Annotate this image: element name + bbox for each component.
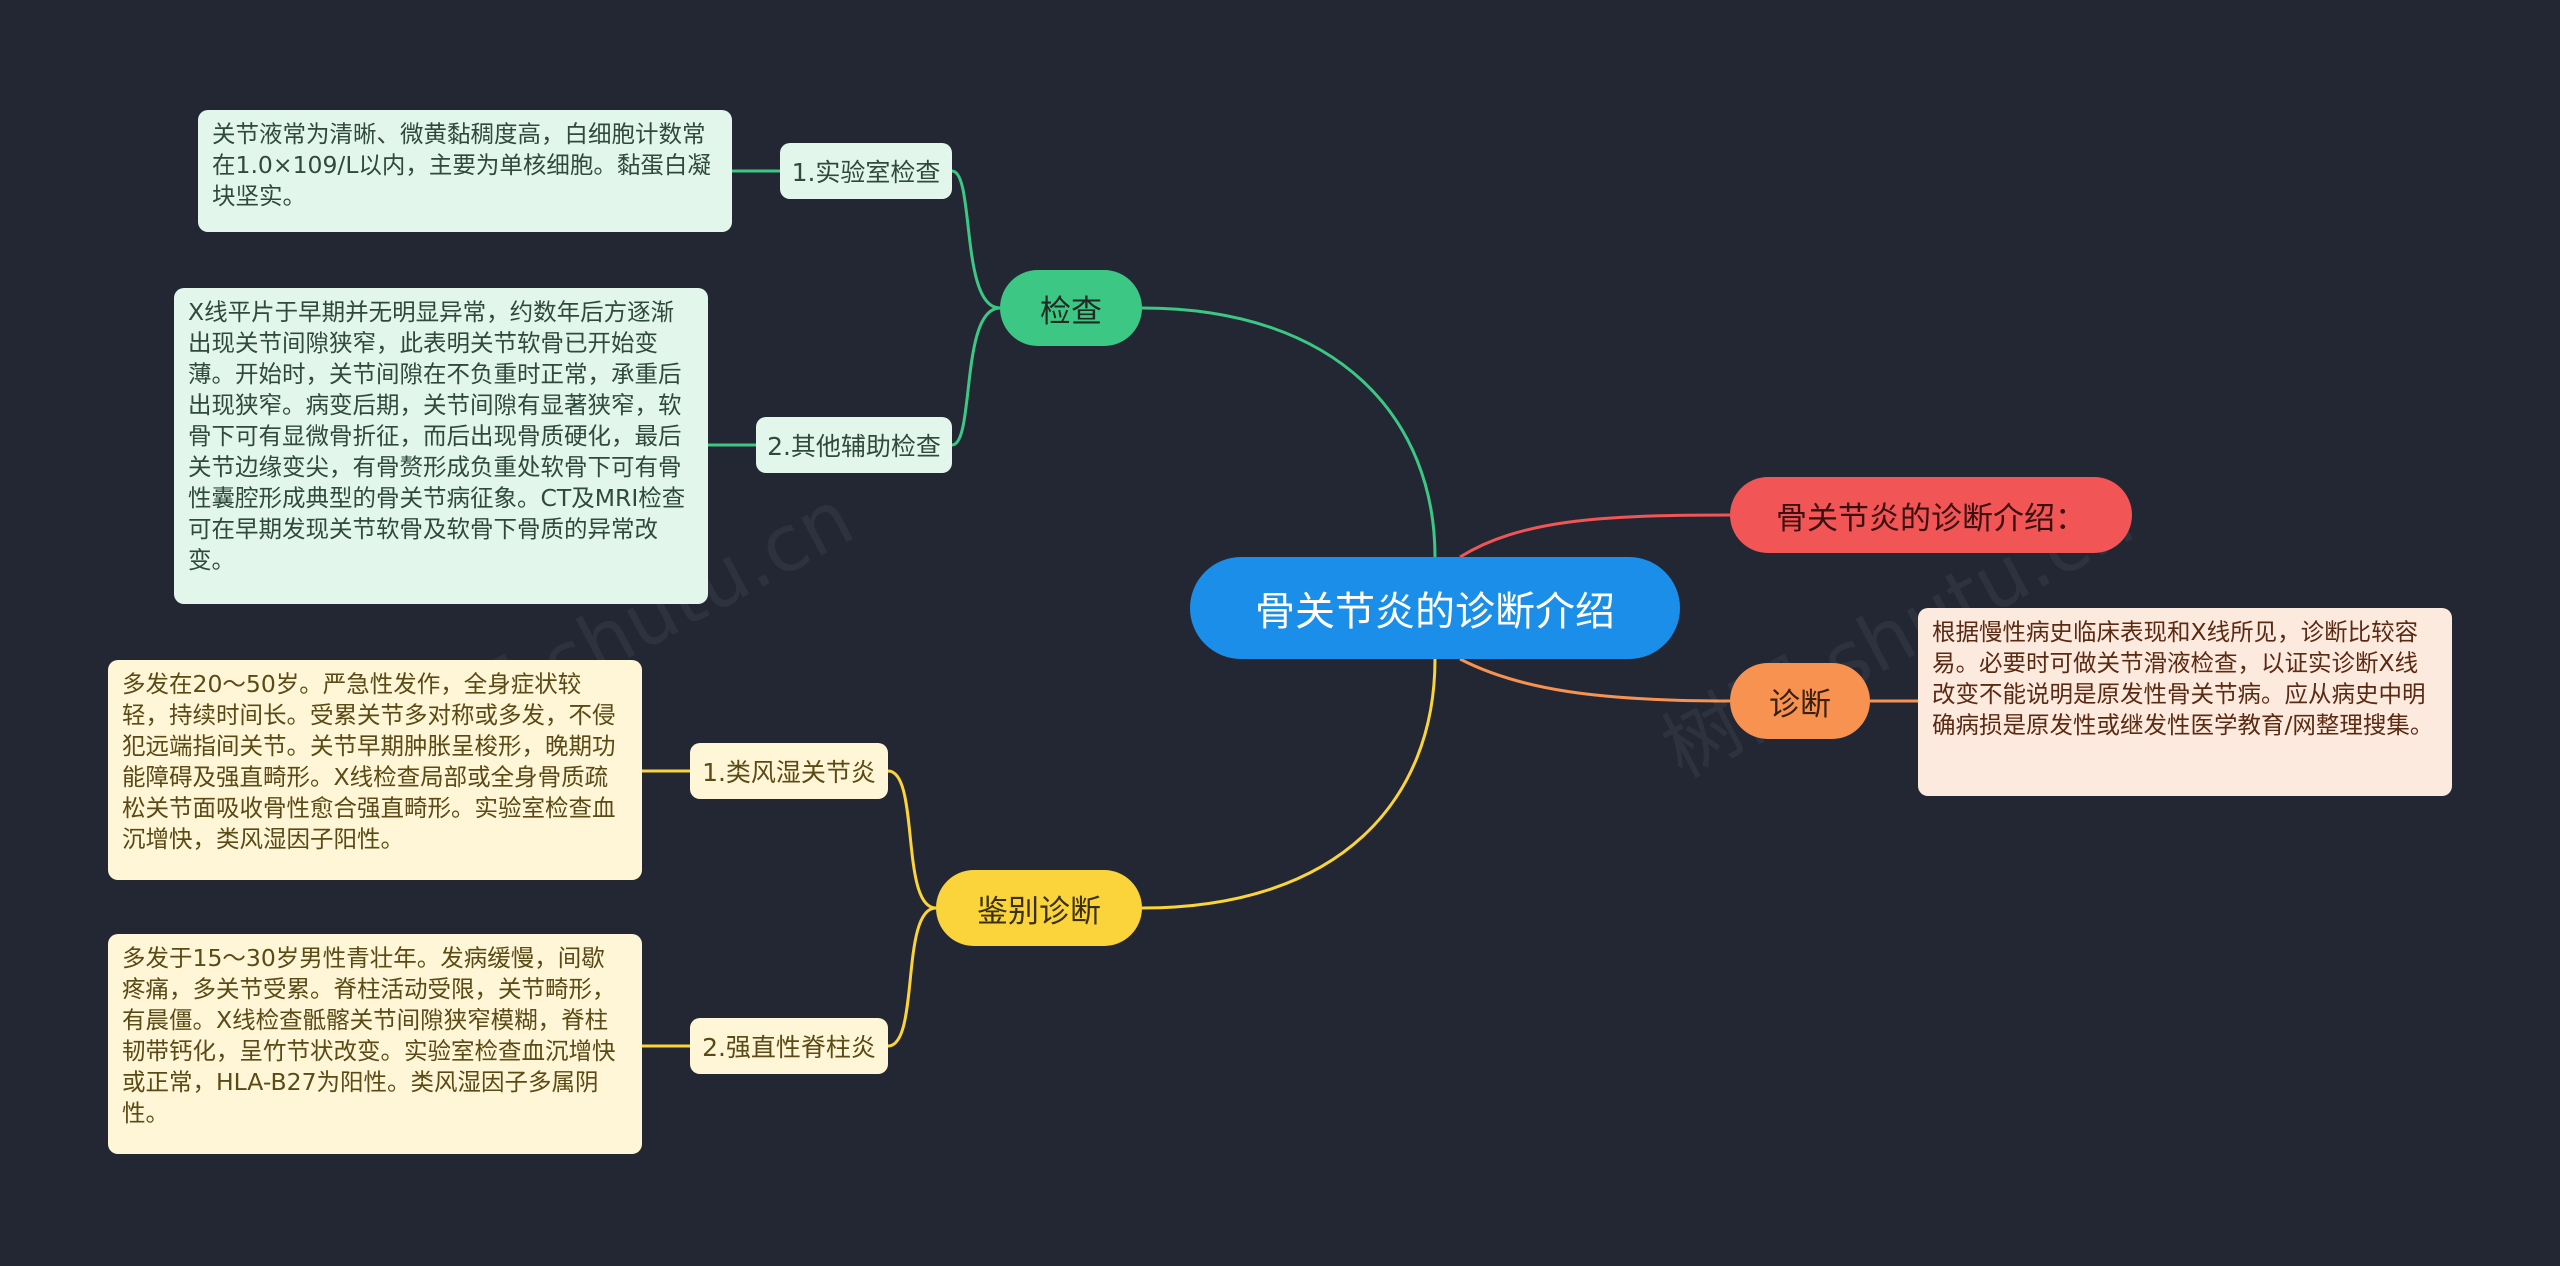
branch-diagnosis[interactable]: 诊断 — [1730, 663, 1870, 739]
leaf-aux-exam-text[interactable]: X线平片于早期并无明显异常，约数年后方逐渐出现关节间隙狭窄，此表明关节软骨已开始… — [174, 288, 708, 604]
subtopic-aux-exam[interactable]: 2.其他辅助检查 — [756, 417, 952, 473]
connector-check-lab — [951, 169, 1001, 310]
connector-root-differential — [1141, 658, 1437, 910]
branch-differential-diagnosis[interactable]: 鉴别诊断 — [936, 870, 1142, 946]
connector-diff-ra — [887, 769, 937, 910]
connector-root-check — [1141, 306, 1437, 558]
connector-root-intro — [1459, 513, 1731, 559]
branch-check[interactable]: 检查 — [1000, 270, 1142, 346]
leaf-rheumatoid-arthritis-text[interactable]: 多发在20～50岁。严急性发作，全身症状较轻，持续时间长。受累关节多对称或多发，… — [108, 660, 642, 880]
connector-diff-as — [887, 906, 937, 1048]
branch-intro[interactable]: 骨关节炎的诊断介绍： — [1730, 477, 2132, 553]
leaf-ankylosing-spondylitis-text[interactable]: 多发于15～30岁男性青壮年。发病缓慢，间歇疼痛，多关节受累。脊柱活动受限，关节… — [108, 934, 642, 1154]
leaf-diagnosis-text[interactable]: 根据慢性病史临床表现和X线所见，诊断比较容易。必要时可做关节滑液检查，以证实诊断… — [1918, 608, 2452, 796]
subtopic-rheumatoid-arthritis[interactable]: 1.类风湿关节炎 — [690, 743, 888, 799]
root-topic[interactable]: 骨关节炎的诊断介绍 — [1190, 557, 1680, 659]
connector-root-diagnosis — [1459, 657, 1731, 703]
leaf-lab-exam-text[interactable]: 关节液常为清晰、微黄黏稠度高，白细胞计数常在1.0×109/L以内，主要为单核细… — [198, 110, 732, 232]
subtopic-lab-exam[interactable]: 1.实验室检查 — [780, 143, 952, 199]
subtopic-ankylosing-spondylitis[interactable]: 2.强直性脊柱炎 — [690, 1018, 888, 1074]
connector-check-aux — [951, 306, 1001, 447]
